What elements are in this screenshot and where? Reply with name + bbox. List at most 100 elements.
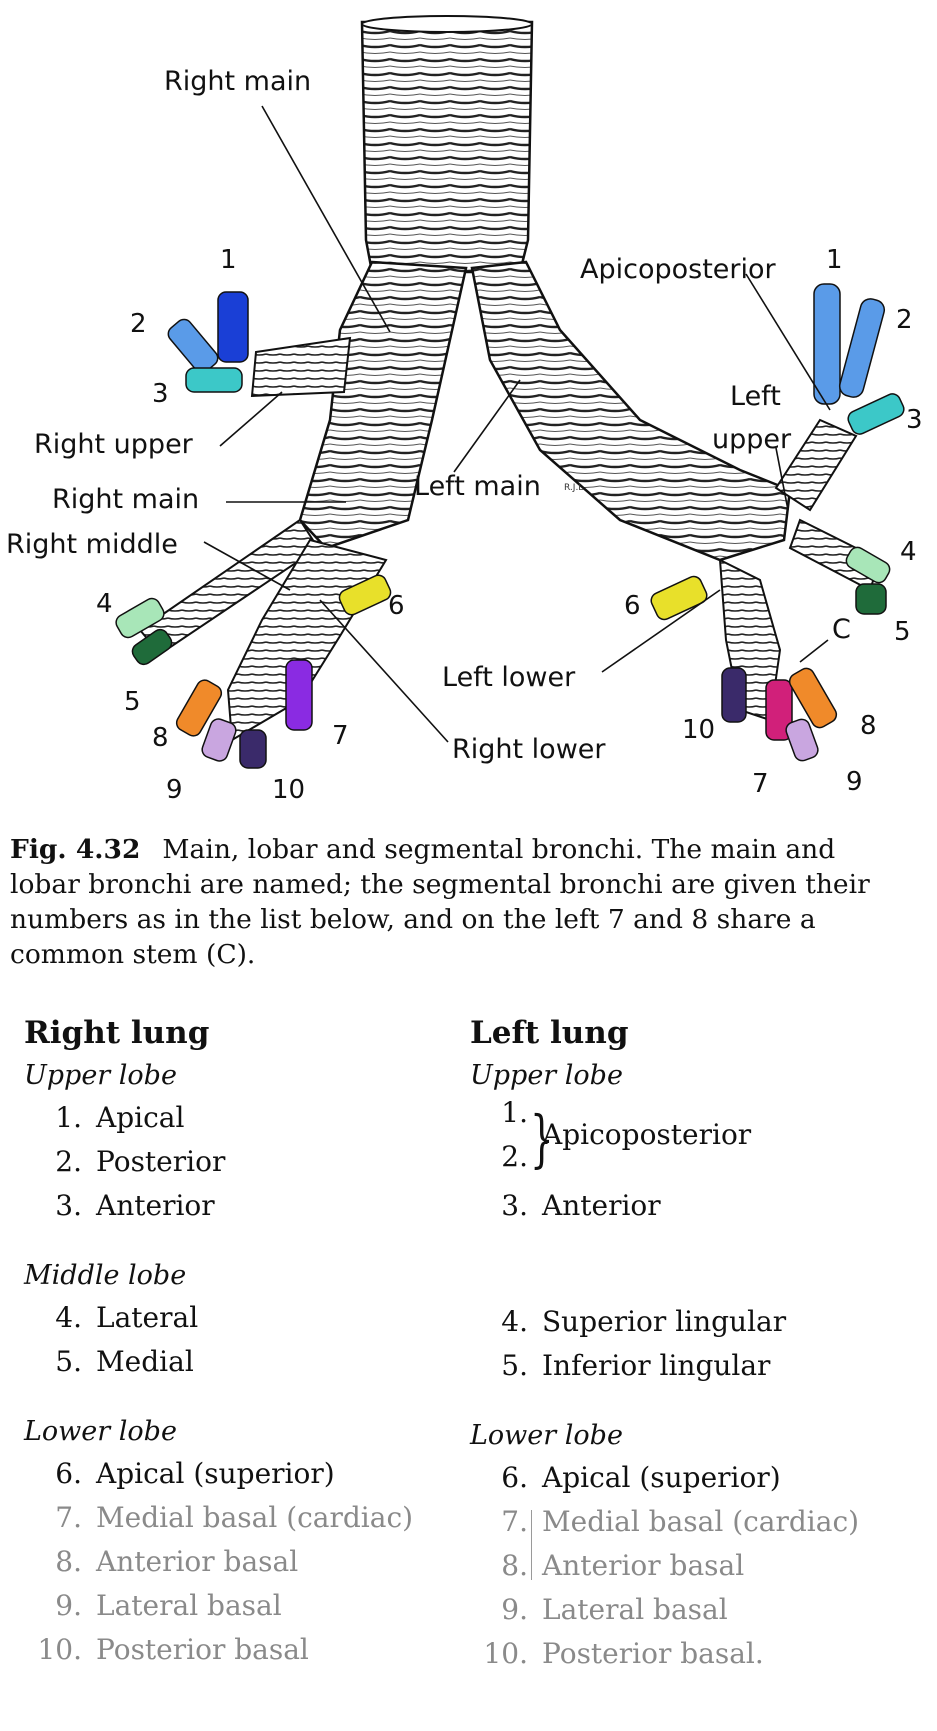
left-seg-8 [788,667,838,729]
left-lower-lobe-heading: Lower lobe [470,1420,623,1451]
item-number: 2. [501,1140,528,1173]
list-item: 6. Apical (superior) [470,1456,930,1500]
right-seg-2 [167,318,219,374]
label-apicoposterior: Apicoposterior [580,254,777,285]
right-seg-4 [115,597,165,639]
item-number: 7. [55,1501,82,1534]
right-segment-numbers: 1 2 3 4 5 6 7 8 9 10 [96,245,405,805]
item-number: 10. [483,1637,528,1670]
item-number: 6. [501,1461,528,1494]
item-name: Apical [96,1101,185,1134]
left-lung-list: Left lung Upper lobe 1. 2. } Apicoposter… [470,1010,930,1676]
left-num-7: 7 [752,769,769,799]
item-name: Anterior basal [96,1545,299,1578]
item-number: 3. [55,1189,82,1222]
left-seg-7 [765,679,793,741]
right-num-6: 6 [388,591,405,621]
left-num-6: 6 [624,591,641,621]
right-lung-list: Right lung Upper lobe 1.Apical 2.Posteri… [24,1010,464,1672]
list-item: 2.Posterior [24,1140,464,1184]
item-name: Medial basal (cardiac) [96,1501,414,1534]
label-right-middle: Right middle [6,529,178,560]
label-common-stem: C [832,614,851,645]
left-seg-1 [813,283,841,405]
right-num-4: 4 [96,589,113,619]
right-num-8: 8 [152,723,169,753]
item-number: 2. [55,1145,82,1178]
item-number: 3. [501,1189,528,1222]
medial-anterior-basal-bracket-item: 7. 8. Medial basal (cardiac) Anterior ba… [470,1500,930,1588]
item-name: Lateral basal [542,1593,728,1626]
item-number: 10. [37,1633,82,1666]
list-item: 4. Lateral [24,1296,464,1340]
list-item: 3. Anterior [470,1184,930,1228]
item-number: 7. [501,1505,528,1538]
item-name: Superior lingular [542,1305,787,1338]
item-name: Apical (superior) [542,1461,781,1494]
label-left-upper-1: Left [730,381,781,412]
left-num-1: 1 [826,245,843,275]
left-num-2: 2 [896,305,913,335]
item-name: Anterior [542,1189,661,1222]
item-name: Posterior basal. [542,1637,764,1670]
item-name: Medial basal (cardiac) [542,1505,860,1538]
item-number: 4. [55,1301,82,1334]
label-right-main-top: Right main [164,66,311,97]
list-item: 1. Apical [24,1096,464,1140]
left-lung-title: Left lung [470,1015,629,1051]
list-item: 9.Lateral basal [24,1584,464,1628]
item-name: Anterior [96,1189,215,1222]
right-num-5: 5 [124,687,141,717]
list-item: 5.Inferior lingular [470,1344,930,1388]
left-num-9: 9 [846,767,863,797]
label-left-main: Left main [414,471,541,502]
label-right-lower: Right lower [452,734,606,765]
left-upper-bronchus [774,418,858,512]
item-number: 8. [55,1545,82,1578]
left-seg-10 [721,667,747,723]
item-number: 1. [55,1101,82,1134]
label-right-upper: Right upper [34,429,194,460]
right-num-7: 7 [332,721,349,751]
item-name: Lateral basal [96,1589,282,1622]
list-item: 7. Medial basal (cardiac) [24,1496,464,1540]
right-num-2: 2 [130,309,147,339]
list-item: 10. Posterior basal [24,1628,464,1672]
right-segmental-bronchi [115,291,392,769]
list-item: 8. Anterior basal [24,1540,464,1584]
left-seg-3 [847,393,905,435]
right-lower-lobe-heading: Lower lobe [24,1416,177,1447]
label-left-lower: Left lower [442,662,576,693]
right-num-3: 3 [152,379,169,409]
left-num-4: 4 [900,537,917,567]
left-num-8: 8 [860,711,877,741]
right-seg-7 [285,659,313,731]
list-item: 4. Superior lingular [470,1300,930,1344]
bracket-line-icon [531,1510,532,1580]
left-segmental-bronchi [650,283,905,762]
item-number: 4. [501,1305,528,1338]
right-seg-8 [175,679,223,737]
item-name: Lateral [96,1301,199,1334]
item-name: Posterior basal [96,1633,309,1666]
left-segment-numbers: 1 2 3 4 5 6 7 8 9 10 [624,245,923,799]
figure-number: Fig. 4.32 [10,834,141,865]
right-lung-title: Right lung [24,1015,210,1051]
label-right-main-mid: Right main [52,484,199,515]
leader-lines [203,105,831,743]
item-name: Apicoposterior [542,1118,752,1151]
left-seg-5 [855,583,887,615]
caption-text: Main, lobar and segmental bronchi. The m… [10,834,870,970]
right-upper-lobe-heading: Upper lobe [24,1060,177,1091]
left-num-5: 5 [894,617,911,647]
item-number: 1. [501,1096,528,1129]
apicoposterior-bracket-item: 1. 2. } Apicoposterior [470,1096,930,1184]
item-number: 6. [55,1457,82,1490]
item-number: 9. [501,1593,528,1626]
right-num-9: 9 [166,775,183,805]
brace-icon: } [530,1102,554,1175]
right-seg-9 [201,718,237,762]
right-upper-bronchus [250,336,352,398]
left-main-bronchus [470,260,792,562]
trachea [360,15,534,274]
